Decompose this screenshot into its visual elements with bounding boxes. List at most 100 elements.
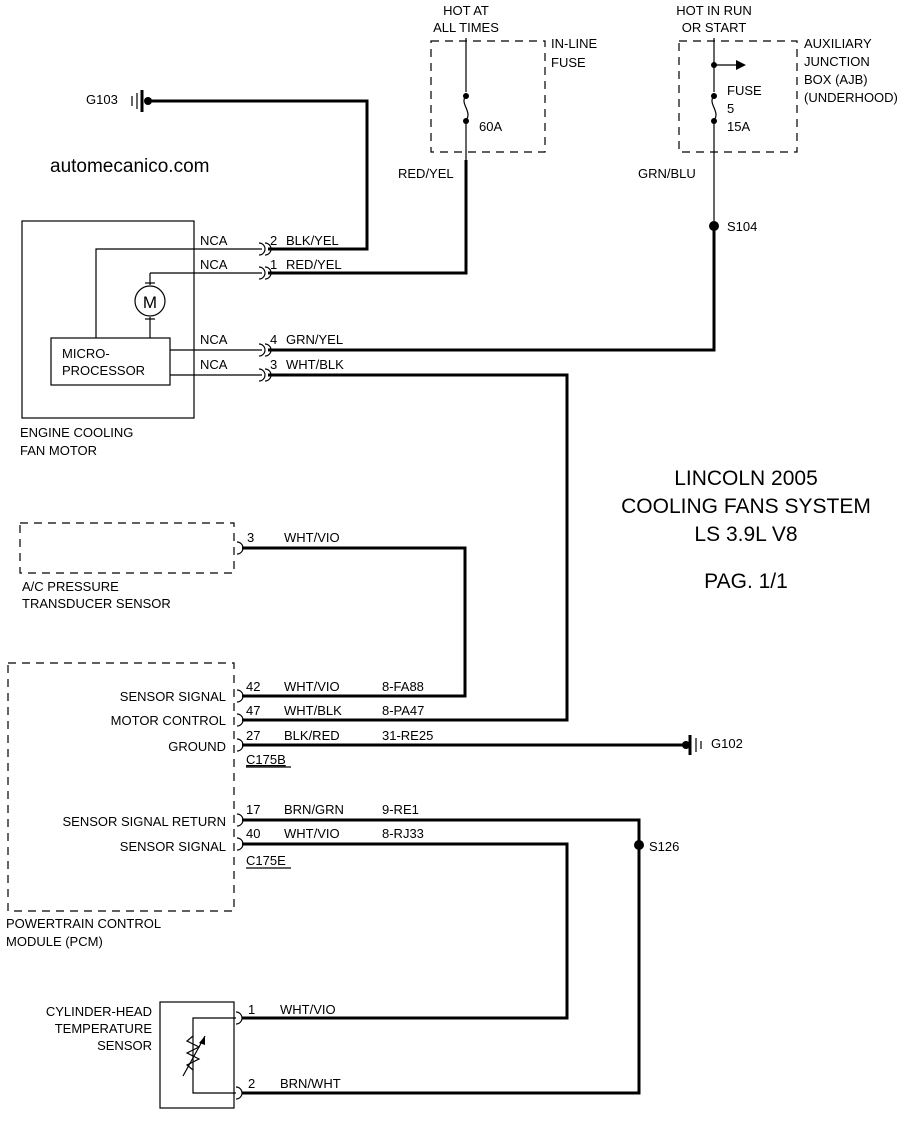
- pcm-wire-color: WHT/VIO: [284, 679, 340, 694]
- cht-wire-color: BRN/WHT: [280, 1076, 341, 1091]
- fan-motor-name-2: FAN MOTOR: [20, 443, 97, 458]
- pcm-row-sensor-signal-2: SENSOR SIGNAL 40 WHT/VIO 8-RJ33: [120, 826, 424, 854]
- pcm-circuit-id: 8-FA88: [382, 679, 424, 694]
- hot-in-run-label-2: OR START: [682, 20, 747, 35]
- connector-icon: [258, 242, 272, 256]
- fuse-rating: 15A: [727, 119, 750, 134]
- ac-sensor-box: [19, 522, 235, 574]
- inline-fuse-label-1: IN-LINE: [551, 36, 598, 51]
- wire-wht-blk: [242, 373, 569, 722]
- pcm-row-motor-control: MOTOR CONTROL 47 WHT/BLK 8-PA47: [111, 703, 425, 728]
- title-system: COOLING FANS SYSTEM: [621, 495, 871, 518]
- cht-sensor-name-1: CYLINDER-HEAD: [46, 1004, 152, 1019]
- ac-sensor-pin: 3: [247, 530, 254, 545]
- nca-label: NCA: [200, 332, 228, 347]
- cht-sensor-box: [159, 1001, 235, 1109]
- inline-fuse-label-2: FUSE: [551, 55, 586, 70]
- fuse-5-icon: [711, 93, 717, 124]
- pcm-circuit-id: 9-RE1: [382, 802, 419, 817]
- pcm-circuit-id: 8-RJ33: [382, 826, 424, 841]
- internal-wire-pin2: [95, 248, 262, 338]
- pcm-row-sensor-signal-return: SENSOR SIGNAL RETURN 17 BRN/GRN 9-RE1: [63, 802, 419, 829]
- microprocessor-box: [50, 337, 171, 386]
- wire-wht-vio-ac: [242, 546, 467, 698]
- page-number: PAG. 1/1: [704, 570, 788, 593]
- motor-symbol: M: [143, 293, 157, 312]
- fuse-label: FUSE: [727, 83, 762, 98]
- site-watermark: automecanico.com: [50, 156, 209, 177]
- wire-color: GRN/YEL: [286, 332, 343, 347]
- connector-icon: [236, 689, 244, 703]
- pcm-box: [7, 662, 235, 912]
- pcm-circuit-id: 8-PA47: [382, 703, 424, 718]
- pcm-circuit-label: GROUND: [168, 739, 226, 754]
- ac-sensor-wire-color: WHT/VIO: [284, 530, 340, 545]
- wire-red-yel-label: RED/YEL: [398, 166, 454, 181]
- hot-in-run-label-1: HOT IN RUN: [676, 3, 752, 18]
- ajb-label-4: (UNDERHOOD): [804, 90, 898, 105]
- microprocessor-label-2: PROCESSOR: [62, 363, 145, 378]
- microprocessor-label-1: MICRO-: [62, 346, 110, 361]
- cht-pin: 1: [248, 1002, 255, 1017]
- fan-motor-name-1: ENGINE COOLING: [20, 425, 133, 440]
- pcm-wire-color: BLK/RED: [284, 728, 340, 743]
- pcm-pin: 40: [246, 826, 260, 841]
- splice-s126-label: S126: [649, 839, 679, 854]
- cht-pin: 2: [248, 1076, 255, 1091]
- pin-number: 4: [270, 332, 277, 347]
- ground-g103-label: G103: [86, 92, 118, 107]
- ajb-label-1: AUXILIARY: [804, 36, 872, 51]
- connector-c175b: C175B: [246, 752, 286, 767]
- fan-pin-row-2: NCA 2 BLK/YEL: [200, 233, 339, 256]
- wire-brn-wht: [242, 845, 641, 1095]
- pcm-wire-color: BRN/GRN: [284, 802, 344, 817]
- ground-g102-icon: [682, 735, 702, 755]
- wire-red-yel: [268, 160, 468, 275]
- title-engine: LS 3.9L V8: [694, 523, 797, 546]
- pcm-circuit-label: SENSOR SIGNAL: [120, 839, 226, 854]
- fuse-60a-icon: [463, 93, 469, 124]
- nca-label: NCA: [200, 257, 228, 272]
- cht-sensor-name-3: SENSOR: [97, 1038, 152, 1053]
- wire-color: RED/YEL: [286, 257, 342, 272]
- pcm-circuit-id: 31-RE25: [382, 728, 433, 743]
- connector-icon: [258, 266, 272, 280]
- wire-grn-blu-label: GRN/BLU: [638, 166, 696, 181]
- pin-number: 2: [270, 233, 277, 248]
- splice-s104-label: S104: [727, 219, 757, 234]
- pcm-circuit-label: SENSOR SIGNAL RETURN: [63, 814, 227, 829]
- nca-label: NCA: [200, 233, 228, 248]
- ac-sensor-name-1: A/C PRESSURE: [22, 579, 119, 594]
- wire-color: WHT/BLK: [286, 357, 344, 372]
- pcm-pin: 17: [246, 802, 260, 817]
- connector-icon: [235, 1086, 243, 1100]
- connector-c175e: C175E: [246, 853, 286, 868]
- fan-pin-row-3: NCA 3 WHT/BLK: [200, 357, 344, 382]
- connector-icon: [236, 713, 244, 727]
- pin-number: 1: [270, 257, 277, 272]
- ground-g103-icon: [131, 90, 152, 112]
- connector-icon: [235, 1011, 243, 1025]
- wire-wht-vio-cht: [242, 842, 569, 1020]
- pcm-name-1: POWERTRAIN CONTROL: [6, 916, 161, 931]
- hot-all-times-label-1: HOT AT: [443, 3, 489, 18]
- inline-fuse-box: [430, 40, 546, 153]
- fan-motor-box: [21, 220, 195, 419]
- motor-icon: [134, 273, 166, 327]
- wire-color: BLK/YEL: [286, 233, 339, 248]
- hot-all-times-label-2: ALL TIMES: [433, 20, 499, 35]
- inline-fuse-rating: 60A: [479, 119, 502, 134]
- pcm-row-ground: GROUND 27 BLK/RED 31-RE25: [168, 728, 433, 754]
- arrow-right-icon: [714, 60, 746, 70]
- cht-sensor-name-2: TEMPERATURE: [55, 1021, 153, 1036]
- ac-sensor-name-2: TRANSDUCER SENSOR: [22, 596, 171, 611]
- connector-icon: [258, 343, 272, 357]
- cht-wire-color: WHT/VIO: [280, 1002, 336, 1017]
- cht-internal-wire: [192, 1017, 236, 1094]
- pin-number: 3: [270, 357, 277, 372]
- cht-pin-row-2: 2 BRN/WHT: [235, 1076, 341, 1100]
- pcm-wire-color: WHT/VIO: [284, 826, 340, 841]
- pcm-circuit-label: MOTOR CONTROL: [111, 713, 226, 728]
- wire-brn-grn: [242, 818, 641, 845]
